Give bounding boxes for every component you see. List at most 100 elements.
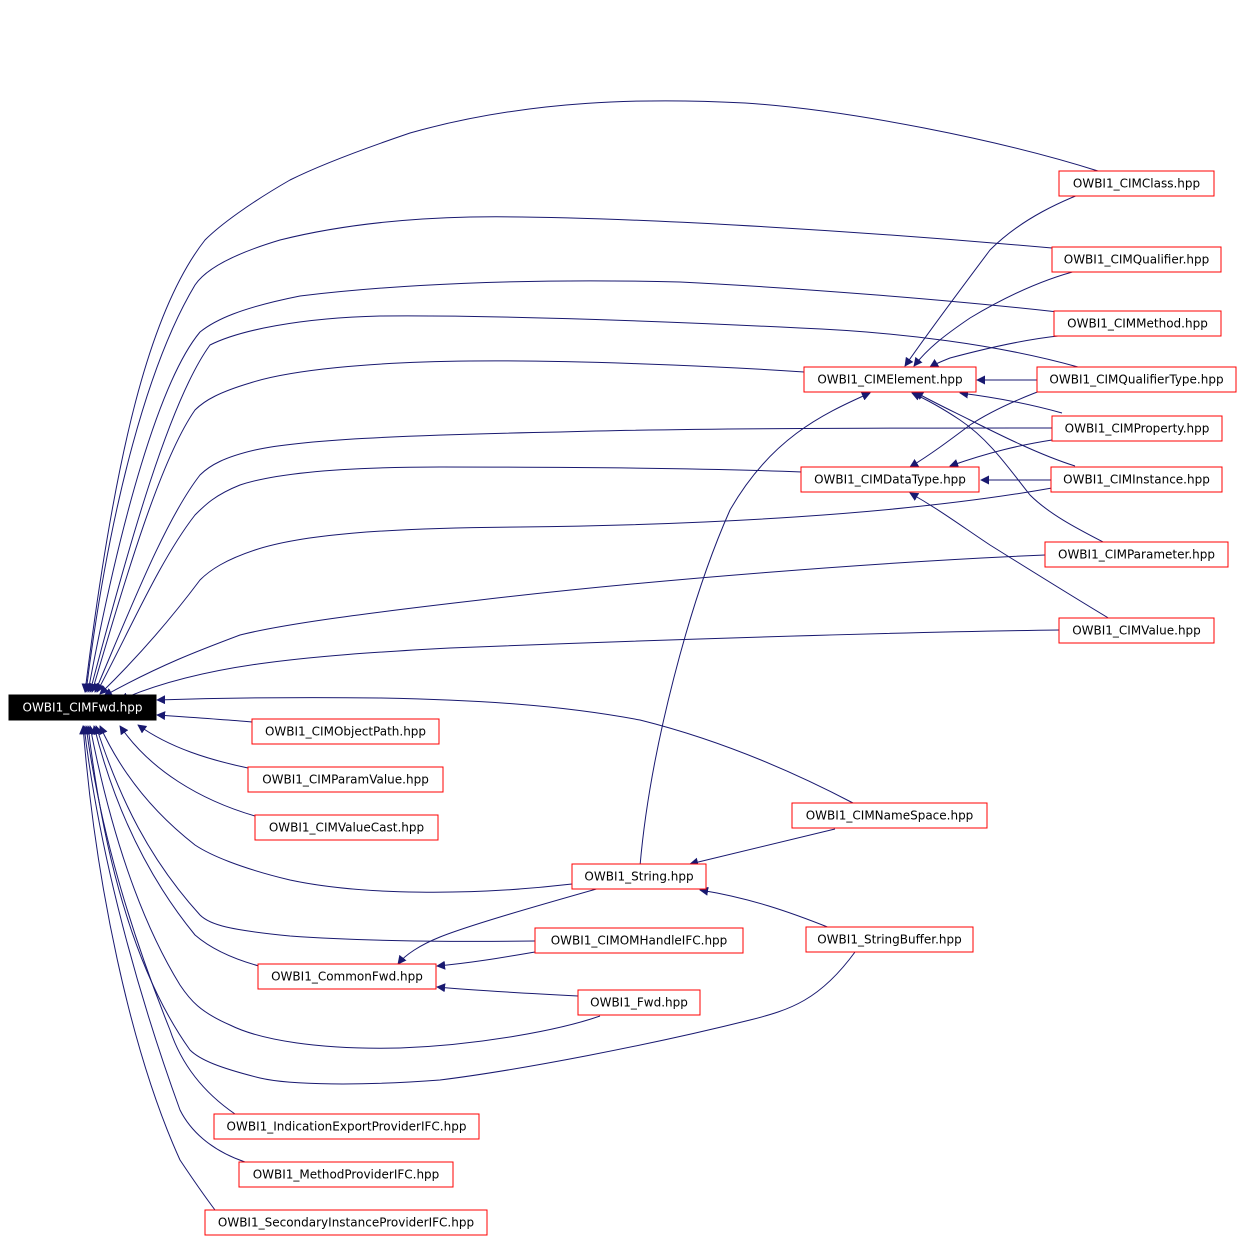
node-cim-qualifier-type[interactable]: OWBI1_CIMQualifierType.hpp — [1036, 366, 1237, 393]
node-cim-parameter[interactable]: OWBI1_CIMParameter.hpp — [1044, 541, 1229, 568]
node-label: OWBI1_SecondaryInstanceProviderIFC.hpp — [218, 1216, 474, 1230]
edge-fwd-to-root — [87, 725, 601, 1049]
edges — [79, 100, 1121, 1211]
node-label: OWBI1_CIMElement.hpp — [817, 373, 962, 387]
edge-string-to-cimelement — [639, 392, 871, 867]
node-cim-param-value[interactable]: OWBI1_CIMParamValue.hpp — [247, 766, 444, 793]
node-label: OWBI1_CIMMethod.hpp — [1067, 317, 1208, 331]
edge-fwd-to-commonfwd — [436, 983, 579, 997]
node-label: OWBI1_CIMNameSpace.hpp — [806, 809, 974, 823]
node-label: OWBI1_CIMObjectPath.hpp — [265, 725, 426, 739]
node-cim-qualifier[interactable]: OWBI1_CIMQualifier.hpp — [1051, 246, 1222, 273]
node-label: OWBI1_StringBuffer.hpp — [817, 933, 962, 947]
node-common-fwd[interactable]: OWBI1_CommonFwd.hpp — [257, 963, 437, 990]
node-box — [1044, 541, 1229, 568]
node-cimom-handle-ifc[interactable]: OWBI1_CIMOMHandleIFC.hpp — [534, 927, 744, 954]
node-label: OWBI1_CommonFwd.hpp — [271, 970, 423, 984]
edge-cimparamvalue-to-root — [137, 724, 249, 769]
node-box — [791, 802, 988, 829]
edge-cimvalue-to-root — [119, 629, 1061, 701]
node-label: OWBI1_CIMParamValue.hpp — [262, 773, 429, 787]
node-label: OWBI1_CIMInstance.hpp — [1063, 473, 1210, 487]
node-secondary-instance-provider-ifc[interactable]: OWBI1_SecondaryInstanceProviderIFC.hpp — [204, 1209, 488, 1236]
edge-cimparameter-to-cimelement — [911, 392, 1106, 544]
edge-cimdatatype-to-root — [96, 466, 803, 693]
node-root[interactable]: OWBI1_CIMFwd.hpp — [8, 694, 157, 721]
node-cim-element[interactable]: OWBI1_CIMElement.hpp — [803, 366, 977, 393]
node-box — [251, 718, 440, 745]
edge-indicationexportproviderifc-to-root — [82, 725, 236, 1115]
node-box — [1051, 415, 1223, 442]
node-cim-name-space[interactable]: OWBI1_CIMNameSpace.hpp — [791, 802, 988, 829]
node-label: OWBI1_CIMOMHandleIFC.hpp — [551, 934, 728, 948]
edge-cimomhandleifc-to-commonfwd — [436, 951, 536, 970]
edge-commonfwd-to-root — [91, 725, 260, 967]
node-cim-value[interactable]: OWBI1_CIMValue.hpp — [1058, 617, 1215, 644]
node-box — [1051, 246, 1222, 273]
edge-cimqualifier-to-cimelement — [913, 269, 1081, 367]
node-indication-export-provider-ifc[interactable]: OWBI1_IndicationExportProviderIFC.hpp — [213, 1113, 480, 1140]
edge-string-to-commonfwd — [397, 887, 601, 965]
node-box — [1058, 170, 1215, 197]
edge-cimobjectpath-to-root — [156, 711, 253, 723]
edge-cimvalue-to-cimdatatype — [909, 492, 1111, 620]
edge-cimclass-to-cimelement — [904, 183, 1109, 367]
node-label: OWBI1_CIMValueCast.hpp — [269, 821, 424, 835]
node-box — [803, 366, 977, 393]
node-box — [1050, 466, 1223, 493]
edge-string-to-root — [99, 725, 573, 893]
node-string-buffer[interactable]: OWBI1_StringBuffer.hpp — [805, 926, 974, 953]
edge-ciminstance-to-root — [99, 487, 1053, 695]
node-box — [247, 766, 444, 793]
node-method-provider-ifc[interactable]: OWBI1_MethodProviderIFC.hpp — [238, 1161, 454, 1188]
node-label: OWBI1_CIMProperty.hpp — [1065, 422, 1210, 436]
edge-methodproviderifc-to-root — [80, 725, 246, 1163]
nodes: OWBI1_CIMFwd.hpp OWBI1_CIMClass.hpp OWBI… — [8, 170, 1237, 1236]
edge-stringbuffer-to-string — [699, 886, 831, 929]
node-box — [1036, 366, 1237, 393]
edge-stringbuffer-to-root — [84, 725, 856, 1085]
node-box — [1058, 617, 1215, 644]
node-cim-object-path[interactable]: OWBI1_CIMObjectPath.hpp — [251, 718, 440, 745]
node-label: OWBI1_CIMQualifier.hpp — [1064, 253, 1210, 267]
node-box — [805, 926, 974, 953]
node-cim-instance[interactable]: OWBI1_CIMInstance.hpp — [1050, 466, 1223, 493]
edge-cimomhandleifc-to-root — [94, 725, 536, 942]
edge-cimelement-to-root — [89, 360, 805, 693]
node-string[interactable]: OWBI1_String.hpp — [571, 863, 707, 890]
edge-cimproperty-to-cimdatatype — [949, 439, 1053, 468]
edge-cimmethod-to-root — [85, 280, 1059, 693]
node-label: OWBI1_CIMParameter.hpp — [1058, 548, 1215, 562]
node-cim-property[interactable]: OWBI1_CIMProperty.hpp — [1051, 415, 1223, 442]
node-label: OWBI1_CIMClass.hpp — [1073, 177, 1200, 191]
node-box — [238, 1161, 454, 1188]
node-box — [213, 1113, 480, 1140]
edge-cimproperty-to-root — [94, 427, 1053, 693]
edge-cimnamespace-to-root — [156, 695, 854, 804]
node-fwd[interactable]: OWBI1_Fwd.hpp — [577, 989, 701, 1016]
node-label: OWBI1_CIMDataType.hpp — [814, 473, 966, 487]
node-box — [8, 694, 157, 721]
node-label: OWBI1_String.hpp — [584, 870, 693, 884]
node-box — [1053, 310, 1222, 337]
node-label: OWBI1_CIMQualifierType.hpp — [1049, 373, 1223, 387]
node-box — [800, 466, 980, 493]
edge-cimqualifiertype-to-root — [87, 315, 1079, 693]
node-cim-method[interactable]: OWBI1_CIMMethod.hpp — [1053, 310, 1222, 337]
node-cim-value-cast[interactable]: OWBI1_CIMValueCast.hpp — [254, 814, 439, 841]
edge-cimnamespace-to-string — [689, 828, 836, 867]
node-box — [571, 863, 707, 890]
node-box — [254, 814, 439, 841]
edge-secondaryinstanceproviderifc-to-root — [79, 725, 216, 1211]
node-label: OWBI1_CIMValue.hpp — [1072, 624, 1201, 638]
node-label: OWBI1_IndicationExportProviderIFC.hpp — [227, 1120, 467, 1134]
node-box — [204, 1209, 488, 1236]
node-cim-class[interactable]: OWBI1_CIMClass.hpp — [1058, 170, 1215, 197]
node-label: OWBI1_CIMFwd.hpp — [23, 701, 143, 715]
node-cim-data-type[interactable]: OWBI1_CIMDataType.hpp — [800, 466, 980, 493]
edge-cimparameter-to-root — [103, 554, 1046, 697]
node-label: OWBI1_Fwd.hpp — [590, 996, 688, 1010]
edge-cimmethod-to-cimelement — [929, 335, 1059, 368]
edge-ciminstance-to-cimelement — [914, 391, 1076, 467]
